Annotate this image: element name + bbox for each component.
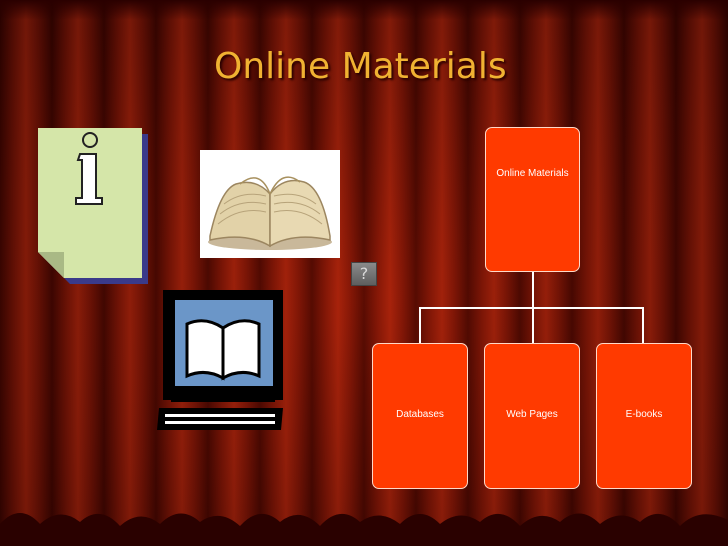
org-node-label: E-books (625, 408, 663, 420)
curtain-valance (0, 0, 728, 20)
org-node-e-books: E-books (596, 343, 692, 489)
org-node-databases: Databases (372, 343, 468, 489)
connector-databases (419, 307, 421, 343)
org-node-online-materials: Online Materials (485, 127, 580, 272)
connector-ebooks (642, 307, 644, 343)
help-icon[interactable]: ? (351, 262, 377, 286)
computer-book-icon (157, 290, 283, 430)
org-node-label: Web Pages (506, 408, 558, 420)
connector-webpages (532, 307, 534, 343)
org-node-label: Databases (396, 408, 444, 420)
page-title: Online Materials (214, 46, 507, 87)
connector-root-down (532, 272, 534, 308)
open-book-photo (200, 150, 340, 258)
connector-horizontal (419, 307, 644, 309)
curtain-footer (0, 513, 728, 546)
org-node-label: Online Materials (496, 168, 569, 179)
info-icon (38, 128, 148, 284)
org-node-web-pages: Web Pages (484, 343, 580, 489)
